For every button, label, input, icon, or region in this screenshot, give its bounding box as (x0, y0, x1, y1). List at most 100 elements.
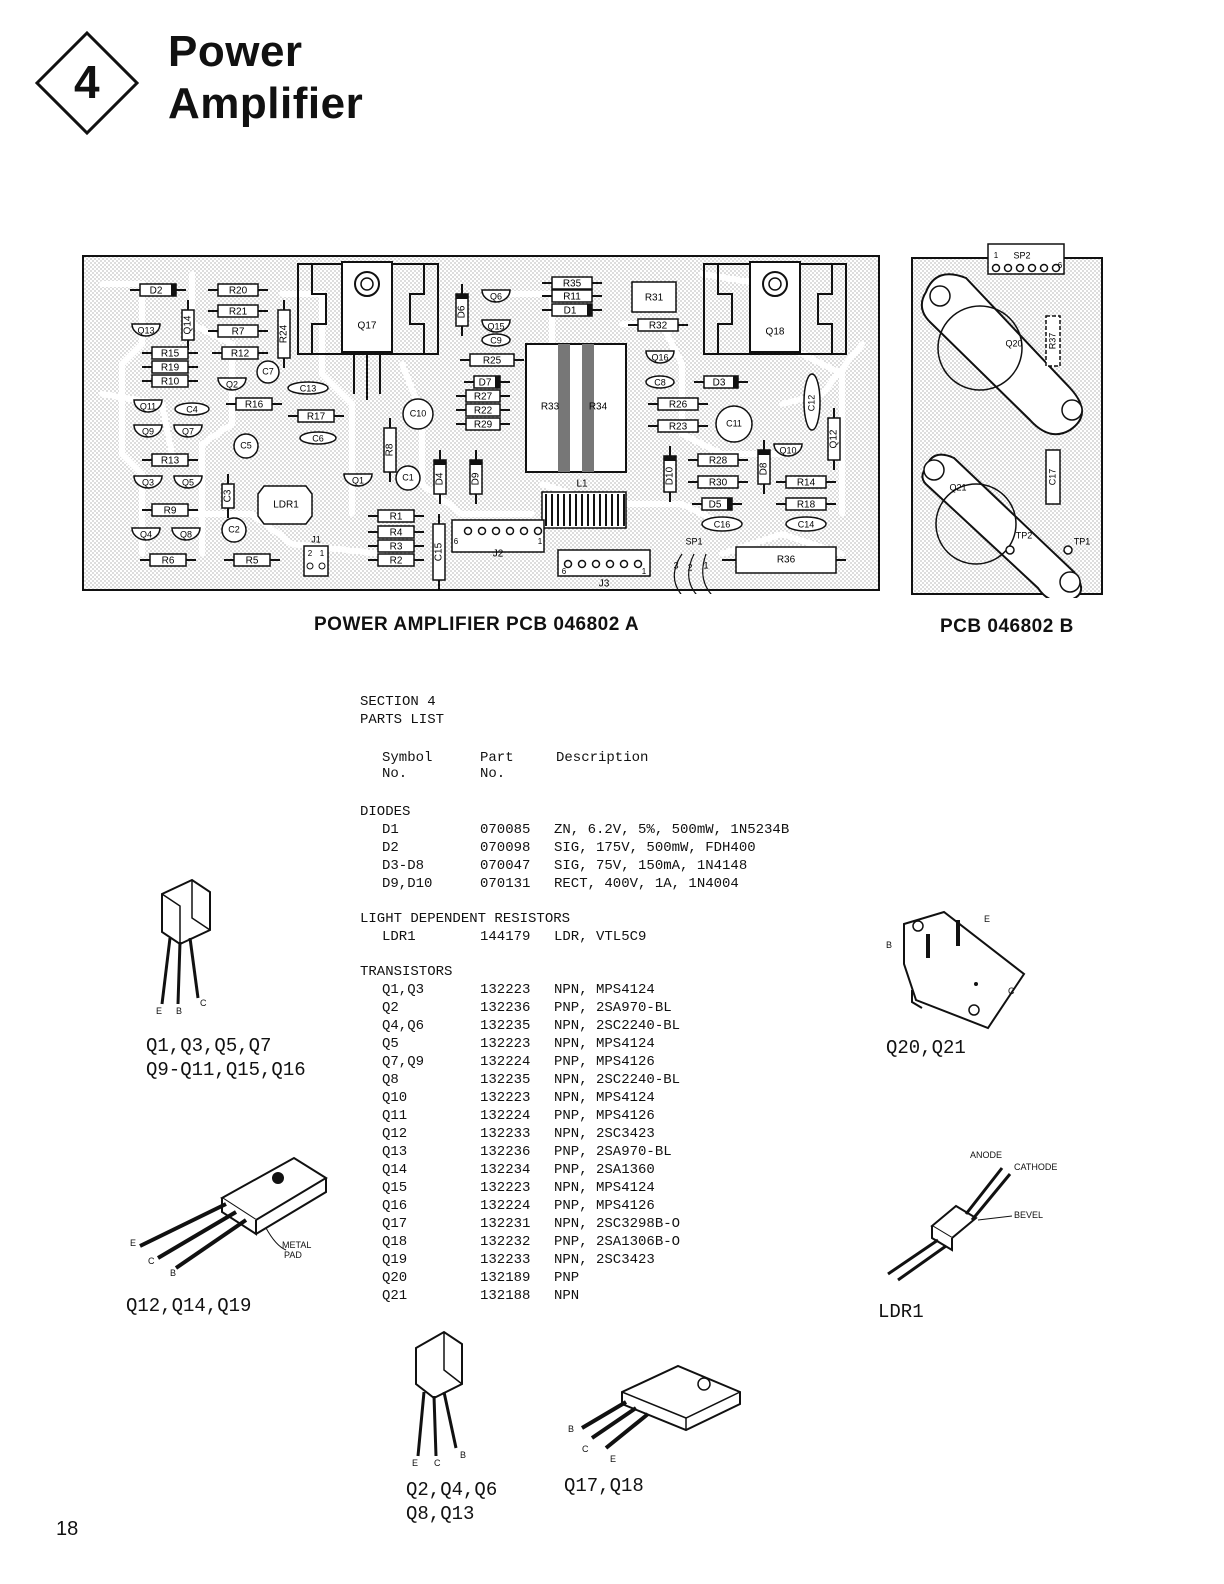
transistor-q21: Q21 (921, 453, 1082, 603)
symbol-cell: Q4,Q6 (382, 1018, 425, 1034)
description-cell: NPN, MPS4124 (554, 1036, 655, 1052)
transistor-q4: Q4 (131, 527, 161, 541)
to3-pin-e: E (984, 914, 991, 924)
symbol-cell: Q1,Q3 (382, 982, 425, 998)
to126-pad-label: METAL (282, 1240, 312, 1250)
transistor-q5: Q5 (173, 475, 203, 489)
to92b-pin-c: C (434, 1458, 441, 1468)
ldr-bevel-label: BEVEL (1014, 1210, 1044, 1220)
component-label: Q16 (651, 352, 668, 362)
resistor-r29: R29 (456, 417, 510, 431)
to126-pin-e: E (130, 1238, 137, 1248)
copper-trace (179, 511, 385, 557)
description-cell: NPN, 2SC2240-BL (554, 1018, 681, 1034)
capacitor-c2: C2 (221, 517, 247, 543)
capacitor-c10: C10 (402, 398, 434, 430)
to220-pin-b: B (568, 1424, 575, 1434)
component-label: Q13 (137, 325, 154, 335)
component-label: C2 (228, 524, 240, 534)
resistor-r32: R32 (628, 318, 688, 332)
copper-trace (279, 291, 355, 517)
component-label: R4 (390, 528, 403, 539)
part-cell: 132235 (480, 1018, 531, 1034)
page-title-line2: Amplifier (168, 79, 364, 128)
symbol-cell: Q15 (382, 1180, 408, 1196)
capacitor-c13: C13 (287, 381, 329, 395)
part-cell: 132233 (480, 1126, 531, 1142)
component-label: R27 (474, 392, 493, 403)
description-cell: NPN, MPS4124 (554, 1180, 655, 1196)
component-label: R35 (563, 279, 582, 290)
component-label: Q17 (358, 321, 377, 332)
to92b-pin-b: B (460, 1450, 467, 1460)
to126-pin-b: B (170, 1268, 177, 1278)
copper-trace (399, 361, 535, 517)
component-label: LDR1 (273, 500, 299, 511)
part-cell: 132233 (480, 1252, 531, 1268)
description-cell: SIG, 175V, 500mW, FDH400 (554, 840, 756, 856)
component-label: C3 (223, 489, 234, 502)
resistor-r1: R1 (368, 509, 424, 523)
part-cell: 132231 (480, 1216, 531, 1232)
component-label: Q3 (142, 477, 154, 487)
diode-d7: D7 (464, 375, 510, 389)
component-label: R7 (232, 327, 245, 338)
resistor-r18: R18 (776, 497, 836, 511)
symbol-cell: Q19 (382, 1252, 408, 1268)
component-label: Q10 (779, 445, 796, 455)
symbol-cell: D1 (382, 822, 399, 838)
j1-pin-label: 1 (320, 549, 325, 558)
component-label: C8 (654, 377, 666, 387)
component-label: Q6 (490, 291, 502, 301)
description-cell: PNP, MPS4126 (554, 1054, 655, 1070)
transistor-q2: Q2 (217, 377, 247, 391)
component-label: R36 (777, 555, 796, 566)
component-label: D1 (564, 306, 577, 317)
resistor-r10: R10 (142, 374, 198, 388)
component-label: R2 (390, 556, 403, 567)
component-label: R13 (161, 456, 180, 467)
component-label: R29 (474, 420, 493, 431)
component-label: D6 (457, 305, 468, 318)
part-cell: 132236 (480, 1000, 531, 1016)
resistor-r8: R8 (383, 418, 397, 482)
component-label: Q1 (352, 475, 364, 485)
transistor-q9: Q9 (133, 424, 163, 438)
resistor-r12: R12 (212, 346, 268, 360)
description-cell: NPN, 2SC3423 (554, 1252, 655, 1268)
to126-label: Q12,Q14,Q19 (126, 1295, 252, 1317)
transistor-q1: Q1 (343, 473, 373, 487)
part-cell: 070131 (480, 876, 531, 892)
component-label: Q4 (140, 529, 152, 539)
component-label: L1 (576, 479, 588, 490)
transistor-q16: Q16 (645, 350, 675, 364)
capacitor-c6: C6 (299, 431, 337, 445)
component-label: Q15 (487, 321, 504, 331)
component-label: J3 (599, 579, 610, 590)
sp1-pin-label: 2 (687, 562, 692, 572)
resistor-r20: R20 (208, 283, 268, 297)
section-badge: 4 (34, 30, 140, 136)
ldr-footprint: LDR1 (257, 485, 313, 525)
component-label: Q8 (180, 529, 192, 539)
symbol-cell: Q16 (382, 1198, 408, 1214)
component-label: Q20 (1005, 338, 1022, 348)
part-cell: 132236 (480, 1144, 531, 1160)
resistor-r19: R19 (142, 360, 198, 374)
part-cell: 144179 (480, 929, 531, 945)
sp2-pin-label: 6 (1058, 261, 1063, 270)
col-header-part-l1: Part (480, 750, 514, 766)
parts-list-subtitle: PARTS LIST (360, 712, 445, 728)
capacitor-c12: C12 (803, 373, 821, 431)
description-cell: NPN, 2SC3423 (554, 1126, 655, 1142)
symbol-cell: Q5 (382, 1036, 399, 1052)
resistor-r23: R23 (648, 419, 708, 433)
component-label: C15 (434, 542, 445, 561)
transistor-q20: Q20 (920, 273, 1083, 436)
transistor-q7: Q7 (173, 424, 203, 438)
section-number: 4 (73, 56, 101, 108)
component-label: R16 (245, 400, 264, 411)
component-label: J2 (493, 549, 504, 560)
resistor-r17: R17 (288, 409, 344, 423)
